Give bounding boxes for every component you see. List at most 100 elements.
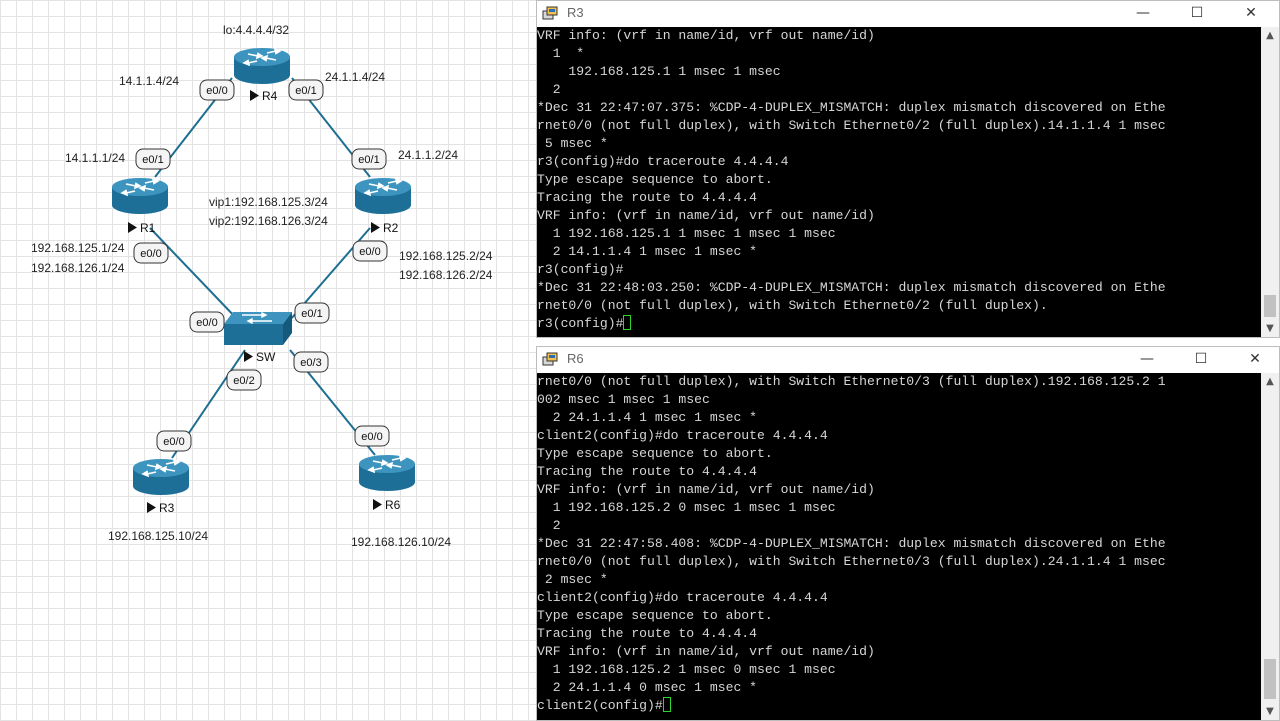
- router-r3-icon[interactable]: [132, 458, 190, 496]
- iface-sw-e01[interactable]: e0/1: [294, 302, 330, 324]
- scroll-down-arrow-icon[interactable]: ▼: [1266, 323, 1274, 334]
- terminal-line: *Dec 31 22:48:03.250: %CDP-4-DUPLEX_MISM…: [537, 280, 1166, 295]
- iface-r1-e00[interactable]: e0/0: [133, 242, 169, 264]
- topology-diagram: R4 R1 R2 SW R3 R6 lo:4.4.4.4/32 14.1.1.4…: [31, 23, 493, 549]
- terminal-line: 5 msec *: [537, 136, 608, 151]
- scroll-down-arrow-icon[interactable]: ▼: [1266, 706, 1274, 717]
- iface-r4-e01[interactable]: e0/1: [288, 79, 324, 101]
- router-r6-icon[interactable]: [358, 454, 416, 492]
- svg-text:R1: R1: [140, 221, 156, 235]
- svg-text:e0/1: e0/1: [301, 308, 322, 320]
- maximize-button[interactable]: ☐: [1190, 5, 1204, 21]
- minimize-button[interactable]: —: [1136, 5, 1150, 21]
- iface-r1-e01[interactable]: e0/1: [135, 148, 171, 170]
- terminal-line: VRF info: (vrf in name/id, vrf out name/…: [537, 208, 875, 223]
- iface-r4-e00[interactable]: e0/0: [199, 79, 235, 101]
- iface-r2-e01[interactable]: e0/1: [351, 148, 387, 170]
- node-sw-name: SW: [244, 350, 276, 364]
- terminal-line: 2 msec *: [537, 572, 608, 587]
- terminal-cursor: [623, 315, 632, 330]
- terminal-line: rnet0/0 (not full duplex), with Switch E…: [537, 118, 1166, 133]
- r4-right-ip-label: 24.1.1.4/24: [325, 70, 385, 84]
- topology-canvas[interactable]: R4 R1 R2 SW R3 R6 lo:4.4.4.4/32 14.1.1.4…: [0, 0, 536, 721]
- svg-text:R2: R2: [383, 221, 399, 235]
- terminal-line: 2: [537, 518, 561, 533]
- close-button[interactable]: ✕: [1245, 5, 1257, 21]
- terminal-output[interactable]: VRF info: (vrf in name/id, vrf out name/…: [537, 27, 1261, 337]
- terminal-line: 2 14.1.1.4 1 msec 1 msec *: [537, 244, 758, 259]
- terminal-line: 2 24.1.1.4 0 msec 1 msec *: [537, 680, 758, 695]
- scroll-thumb[interactable]: [1264, 295, 1276, 317]
- node-r3-name: R3: [147, 501, 175, 515]
- svg-text:e0/2: e0/2: [233, 375, 254, 387]
- terminal-line: *Dec 31 22:47:07.375: %CDP-4-DUPLEX_MISM…: [537, 100, 1166, 115]
- switch-sw-icon[interactable]: [224, 311, 292, 345]
- terminal-line: VRF info: (vrf in name/id, vrf out name/…: [537, 28, 875, 43]
- router-r1-icon[interactable]: [111, 177, 169, 215]
- minimize-button[interactable]: —: [1140, 351, 1154, 367]
- r2-ip2-label: 192.168.126.2/24: [399, 268, 493, 282]
- iface-r3-e00[interactable]: e0/0: [156, 430, 192, 452]
- terminal-line: r3(config)#: [537, 315, 1261, 333]
- scroll-up-arrow-icon[interactable]: ▲: [1266, 376, 1274, 387]
- svg-text:e0/1: e0/1: [358, 154, 379, 166]
- window-titlebar[interactable]: R3 — ☐ ✕: [537, 1, 1279, 27]
- r4-left-ip-label: 14.1.1.4/24: [119, 74, 179, 88]
- vip2-label: vip2:192.168.126.3/24: [209, 214, 328, 228]
- iface-r2-e00[interactable]: e0/0: [352, 240, 388, 262]
- terminal-line: client2(config)#do traceroute 4.4.4.4: [537, 590, 828, 605]
- scroll-up-arrow-icon[interactable]: ▲: [1266, 30, 1274, 41]
- terminal-window-r3[interactable]: R3 — ☐ ✕ VRF info: (vrf in name/id, vrf …: [536, 0, 1280, 338]
- terminal-output[interactable]: rnet0/0 (not full duplex), with Switch E…: [537, 373, 1261, 720]
- terminal-line: rnet0/0 (not full duplex), with Switch E…: [537, 298, 1048, 313]
- terminal-line: r3(config)#do traceroute 4.4.4.4: [537, 154, 789, 169]
- terminal-line: 1 192.168.125.2 0 msec 1 msec 1 msec: [537, 500, 836, 515]
- terminal-line: rnet0/0 (not full duplex), with Switch E…: [537, 374, 1166, 389]
- terminal-line: 192.168.125.1 1 msec 1 msec: [537, 64, 781, 79]
- svg-text:SW: SW: [256, 350, 276, 364]
- terminal-line: 002 msec 1 msec 1 msec: [537, 392, 710, 407]
- svg-text:R6: R6: [385, 498, 401, 512]
- iface-sw-e03[interactable]: e0/3: [293, 351, 329, 373]
- terminal-line: Type escape sequence to abort.: [537, 446, 773, 461]
- link-r1-sw: [149, 227, 239, 321]
- terminal-line: 1 192.168.125.2 1 msec 0 msec 1 msec: [537, 662, 836, 677]
- terminal-line: Type escape sequence to abort.: [537, 172, 773, 187]
- terminal-window-r6[interactable]: R6 — ☐ ✕ rnet0/0 (not full duplex), with…: [536, 346, 1280, 721]
- svg-text:e0/3: e0/3: [300, 357, 321, 369]
- iface-sw-e00[interactable]: e0/0: [189, 311, 225, 333]
- iface-sw-e02[interactable]: e0/2: [226, 369, 262, 391]
- svg-text:e0/1: e0/1: [295, 85, 316, 97]
- terminal-scrollbar[interactable]: ▲ ▼: [1261, 27, 1279, 337]
- svg-text:e0/0: e0/0: [140, 248, 161, 260]
- terminal-line: Tracing the route to 4.4.4.4: [537, 464, 758, 479]
- node-r2-name: R2: [371, 221, 399, 235]
- router-r4-icon[interactable]: [233, 47, 291, 85]
- terminal-line: Type escape sequence to abort.: [537, 608, 773, 623]
- terminal-line: 2 24.1.1.4 1 msec 1 msec *: [537, 410, 758, 425]
- window-title: R6: [567, 351, 584, 366]
- r3-ip-label: 192.168.125.10/24: [108, 529, 208, 543]
- svg-text:R4: R4: [262, 89, 278, 103]
- window-title: R3: [567, 5, 584, 20]
- r1-top-ip-label: 14.1.1.1/24: [65, 151, 125, 165]
- window-titlebar[interactable]: R6 — ☐ ✕: [537, 347, 1279, 373]
- terminal-scrollbar[interactable]: ▲ ▼: [1261, 373, 1279, 720]
- terminal-line: 2: [537, 82, 561, 97]
- router-r2-icon[interactable]: [354, 177, 412, 215]
- terminal-line: client2(config)#do traceroute 4.4.4.4: [537, 428, 828, 443]
- terminal-cursor: [662, 697, 671, 712]
- maximize-button[interactable]: ☐: [1194, 351, 1208, 367]
- terminal-line: Tracing the route to 4.4.4.4: [537, 626, 758, 641]
- close-button[interactable]: ✕: [1249, 351, 1261, 367]
- iface-r6-e00[interactable]: e0/0: [354, 425, 390, 447]
- terminal-app-icon: [542, 352, 558, 366]
- svg-text:e0/0: e0/0: [361, 431, 382, 443]
- svg-text:e0/0: e0/0: [196, 317, 217, 329]
- scroll-thumb[interactable]: [1264, 659, 1276, 699]
- terminal-line: r3(config)#: [537, 262, 624, 277]
- r4-loopback-label: lo:4.4.4.4/32: [223, 23, 289, 37]
- svg-text:e0/0: e0/0: [359, 246, 380, 258]
- terminal-line: VRF info: (vrf in name/id, vrf out name/…: [537, 482, 875, 497]
- terminal-app-icon: [542, 6, 558, 20]
